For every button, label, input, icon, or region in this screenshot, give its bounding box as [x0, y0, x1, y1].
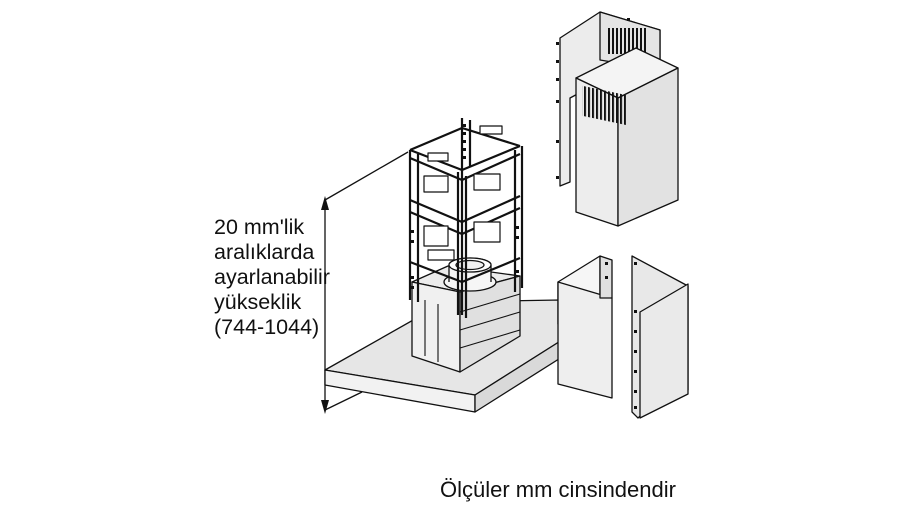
lower-front-holes	[605, 262, 608, 279]
units-caption: Ölçüler mm cinsindendir	[440, 477, 676, 502]
lower-chimney-front	[557, 255, 613, 399]
arrow-up-icon	[321, 196, 329, 210]
support-frame	[408, 118, 524, 318]
height-label: 20 mm'lik aralıklarda ayarlanabilir yüks…	[214, 215, 330, 339]
height-label-line-2: aralıklarda	[214, 240, 314, 264]
motor-panels	[424, 293, 521, 362]
leader-bottom	[324, 391, 363, 411]
lower-rear-holes	[634, 262, 637, 409]
height-label-line-4: yükseklik	[214, 290, 301, 314]
leader-top	[324, 151, 409, 201]
lower-chimney-rear	[631, 255, 689, 419]
arrow-down-icon	[321, 400, 329, 414]
rear-holes	[556, 18, 630, 179]
height-label-line-5: (744-1044)	[214, 315, 319, 339]
upper-chimney-front	[575, 47, 679, 227]
height-label-line-1: 20 mm'lik	[214, 215, 304, 239]
outlet-collar	[443, 257, 497, 292]
motor-side	[459, 275, 521, 373]
frame-holes	[411, 124, 519, 289]
height-label-line-3: ayarlanabilir	[214, 265, 330, 289]
frame-slots	[423, 125, 503, 261]
vent-slots-front-icon	[582, 85, 626, 126]
motor-front	[411, 281, 461, 373]
